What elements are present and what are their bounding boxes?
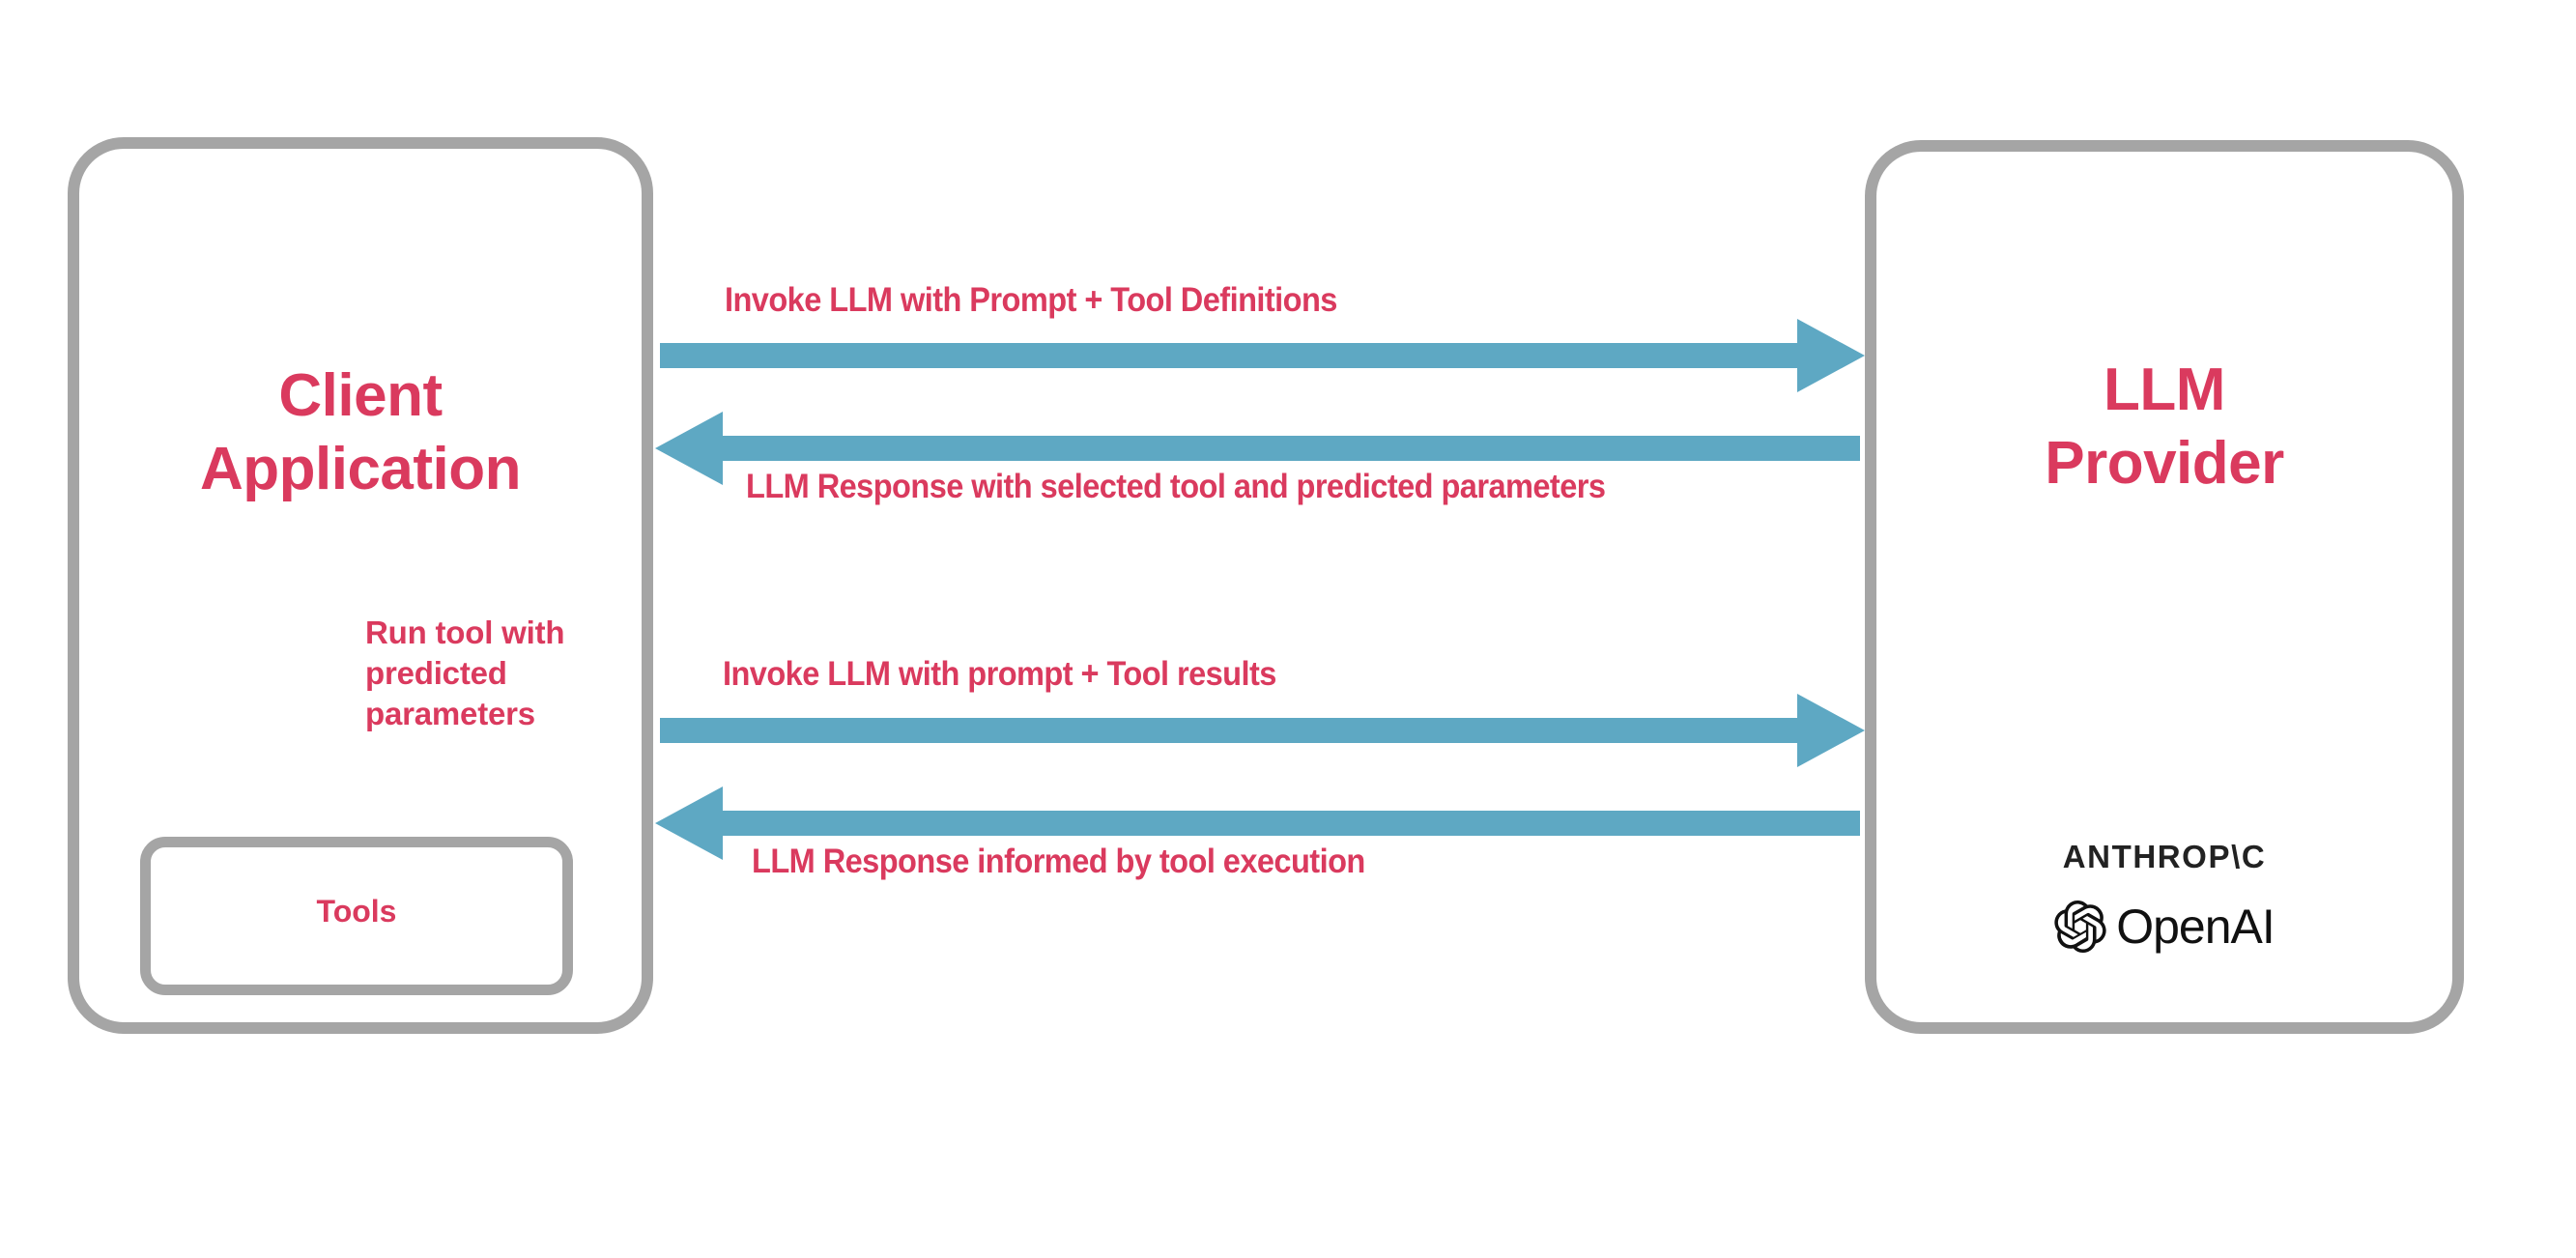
arrow-flow-3 [660,694,1865,767]
flow-label-llm-response-informed-by-tool-execution: LLM Response informed by tool execution [752,843,1365,880]
openai-wordmark: OpenAI [2116,900,2275,954]
run-tool-label: Run tool with predicted parameters [365,615,565,732]
llm-provider-title: LLM Provider [2045,357,2284,497]
openai-knot-icon [2054,901,2106,953]
arrow-flow-2 [655,412,1860,485]
flow-label-invoke-llm-with-prompt-tool-results: Invoke LLM with prompt + Tool results [723,655,1276,693]
tools-label: Tools [316,894,397,929]
arrow-flow-4 [655,786,1860,860]
arrow-flow-1 [660,319,1865,392]
tools-box [140,837,573,995]
llm-provider-box [1865,140,2464,1034]
client-application-title: Client Application [199,362,522,502]
flow-label-invoke-llm-with-prompt-tool-definitions: Invoke LLM with Prompt + Tool Definition… [725,281,1337,319]
openai-logo: OpenAI [1865,899,2464,955]
flow-label-llm-response-with-selected-tool: LLM Response with selected tool and pred… [746,468,1606,505]
anthropic-logo: ANTHROP\C [2062,839,2267,874]
